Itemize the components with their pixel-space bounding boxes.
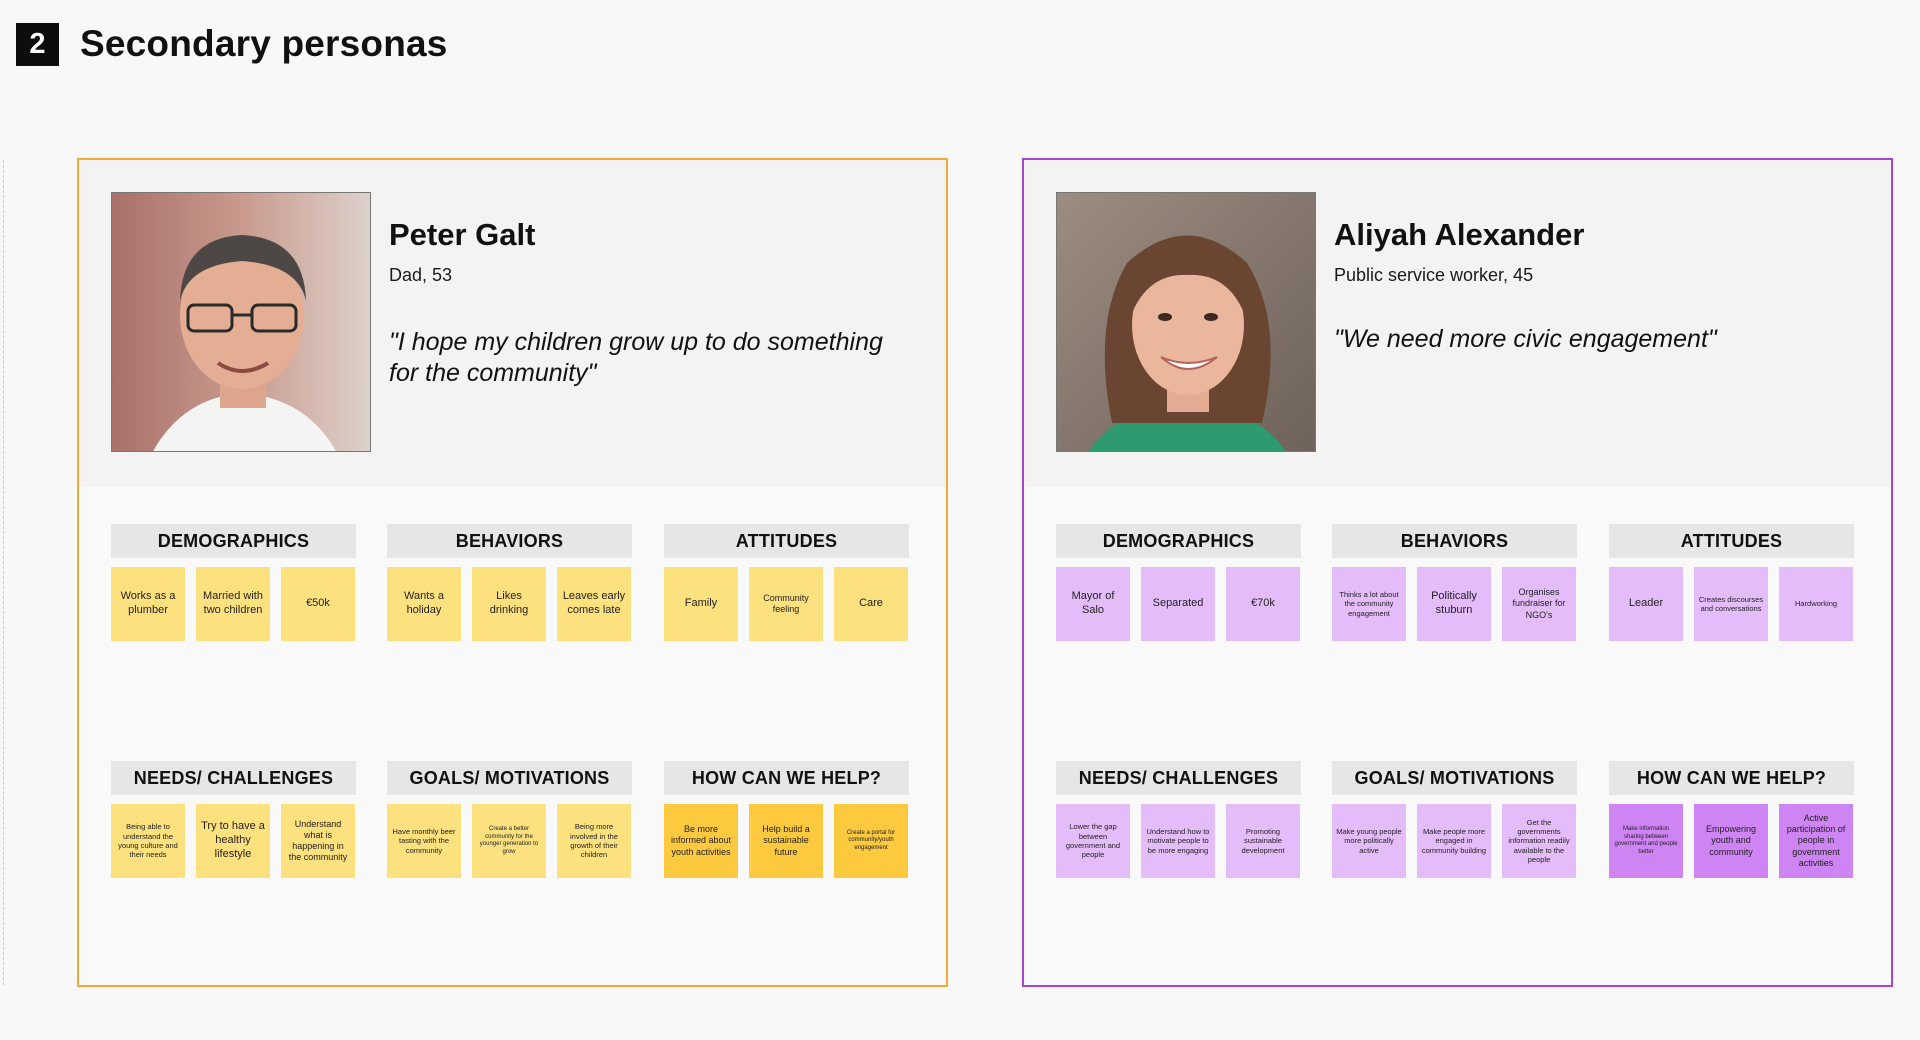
sticky-note[interactable]: Being more involved in the growth of the… [557, 804, 631, 878]
sticky-note[interactable]: Promoting sustainable development [1226, 804, 1300, 878]
persona-role: Dad, 53 [389, 265, 453, 285]
category-heading: BEHAVIORS [387, 524, 632, 558]
persona-quote: "I hope my children grow up to do someth… [389, 328, 883, 387]
sticky-note[interactable]: Organises fundraiser for NGO's [1502, 567, 1576, 641]
category-behaviors: BEHAVIORS Thinks a lot about the communi… [1332, 524, 1577, 641]
sticky-note[interactable]: Get the governments information readily … [1502, 804, 1576, 878]
sticky-note[interactable]: Make young people more politically activ… [1332, 804, 1406, 878]
sticky-note[interactable]: Creates discourses and conversations [1694, 567, 1768, 641]
category-attitudes: ATTITUDES Leader Creates discourses and … [1609, 524, 1854, 641]
sticky-note[interactable]: Family [664, 567, 738, 641]
left-guide-line [3, 160, 4, 985]
sticky-note[interactable]: Likes drinking [472, 567, 546, 641]
category-behaviors: BEHAVIORS Wants a holiday Likes drinking… [387, 524, 632, 641]
sticky-note[interactable]: Make people more engaged in community bu… [1417, 804, 1491, 878]
category-goals-motivations: GOALS/ MOTIVATIONS Have monthly beer tas… [387, 761, 632, 878]
sticky-note[interactable]: €50k [281, 567, 355, 641]
persona-name: Aliyah Alexander [1334, 217, 1585, 252]
category-heading: DEMOGRAPHICS [111, 524, 356, 558]
sticky-note[interactable]: Lower the gap between government and peo… [1056, 804, 1130, 878]
sticky-note[interactable]: Be more informed about youth activities [664, 804, 738, 878]
category-heading: ATTITUDES [664, 524, 909, 558]
category-heading: BEHAVIORS [1332, 524, 1577, 558]
category-heading: NEEDS/ CHALLENGES [1056, 761, 1301, 795]
category-how-can-we-help: HOW CAN WE HELP? Be more informed about … [664, 761, 909, 878]
sticky-note[interactable]: Have monthly beer tasting with the commu… [387, 804, 461, 878]
sticky-note[interactable]: Thinks a lot about the community engagem… [1332, 567, 1406, 641]
sticky-note[interactable]: Understand how to motivate people to be … [1141, 804, 1215, 878]
category-heading: DEMOGRAPHICS [1056, 524, 1301, 558]
sticky-note[interactable]: Wants a holiday [387, 567, 461, 641]
sticky-note[interactable]: Understand what is happening in the comm… [281, 804, 355, 878]
section-title: Secondary personas [80, 23, 448, 64]
persona-photo [1056, 192, 1316, 452]
persona-role: Public service worker, 45 [1334, 265, 1534, 285]
category-demographics: DEMOGRAPHICS Mayor of Salo Separated €70… [1056, 524, 1301, 641]
section-number-badge: 2 [16, 22, 59, 66]
category-how-can-we-help: HOW CAN WE HELP? Make information sharin… [1609, 761, 1854, 878]
sticky-note[interactable]: Create a better community for the younge… [472, 804, 546, 878]
sticky-note[interactable]: Separated [1141, 567, 1215, 641]
persona-card-peter-galt[interactable]: Peter Galt Dad, 53 "I hope my children g… [77, 158, 948, 987]
persona-card-aliyah-alexander[interactable]: Aliyah Alexander Public service worker, … [1022, 158, 1893, 987]
category-needs-challenges: NEEDS/ CHALLENGES Lower the gap between … [1056, 761, 1301, 878]
sticky-note[interactable]: Care [834, 567, 908, 641]
category-heading: GOALS/ MOTIVATIONS [387, 761, 632, 795]
sticky-note[interactable]: Make information sharing between governm… [1609, 804, 1683, 878]
sticky-note[interactable]: Create a portal for community/youth enga… [834, 804, 908, 878]
sticky-note[interactable]: Community feeling [749, 567, 823, 641]
category-heading: HOW CAN WE HELP? [1609, 761, 1854, 795]
sticky-note[interactable]: Try to have a healthy lifestyle [196, 804, 270, 878]
category-heading: ATTITUDES [1609, 524, 1854, 558]
category-heading: GOALS/ MOTIVATIONS [1332, 761, 1577, 795]
sticky-note[interactable]: Politically stuburn [1417, 567, 1491, 641]
section-header: 2 Secondary personas [16, 22, 448, 66]
sticky-note[interactable]: Leader [1609, 567, 1683, 641]
category-needs-challenges: NEEDS/ CHALLENGES Being able to understa… [111, 761, 356, 878]
sticky-note[interactable]: Hardworking [1779, 567, 1853, 641]
sticky-note[interactable]: Active participation of people in govern… [1779, 804, 1853, 878]
persona-name: Peter Galt [389, 217, 536, 252]
category-attitudes: ATTITUDES Family Community feeling Care [664, 524, 909, 641]
sticky-note[interactable]: Leaves early comes late [557, 567, 631, 641]
persona-quote: "We need more civic engagement" [1334, 325, 1717, 353]
category-heading: NEEDS/ CHALLENGES [111, 761, 356, 795]
sticky-note[interactable]: Empowering youth and community [1694, 804, 1768, 878]
sticky-note[interactable]: Help build a sustainable future [749, 804, 823, 878]
category-goals-motivations: GOALS/ MOTIVATIONS Make young people mor… [1332, 761, 1577, 878]
category-heading: HOW CAN WE HELP? [664, 761, 909, 795]
sticky-note[interactable]: Being able to understand the young cultu… [111, 804, 185, 878]
sticky-note[interactable]: Works as a plumber [111, 567, 185, 641]
sticky-note[interactable]: Mayor of Salo [1056, 567, 1130, 641]
category-demographics: DEMOGRAPHICS Works as a plumber Married … [111, 524, 356, 641]
persona-photo [111, 192, 371, 452]
sticky-note[interactable]: Married with two children [196, 567, 270, 641]
sticky-note[interactable]: €70k [1226, 567, 1300, 641]
